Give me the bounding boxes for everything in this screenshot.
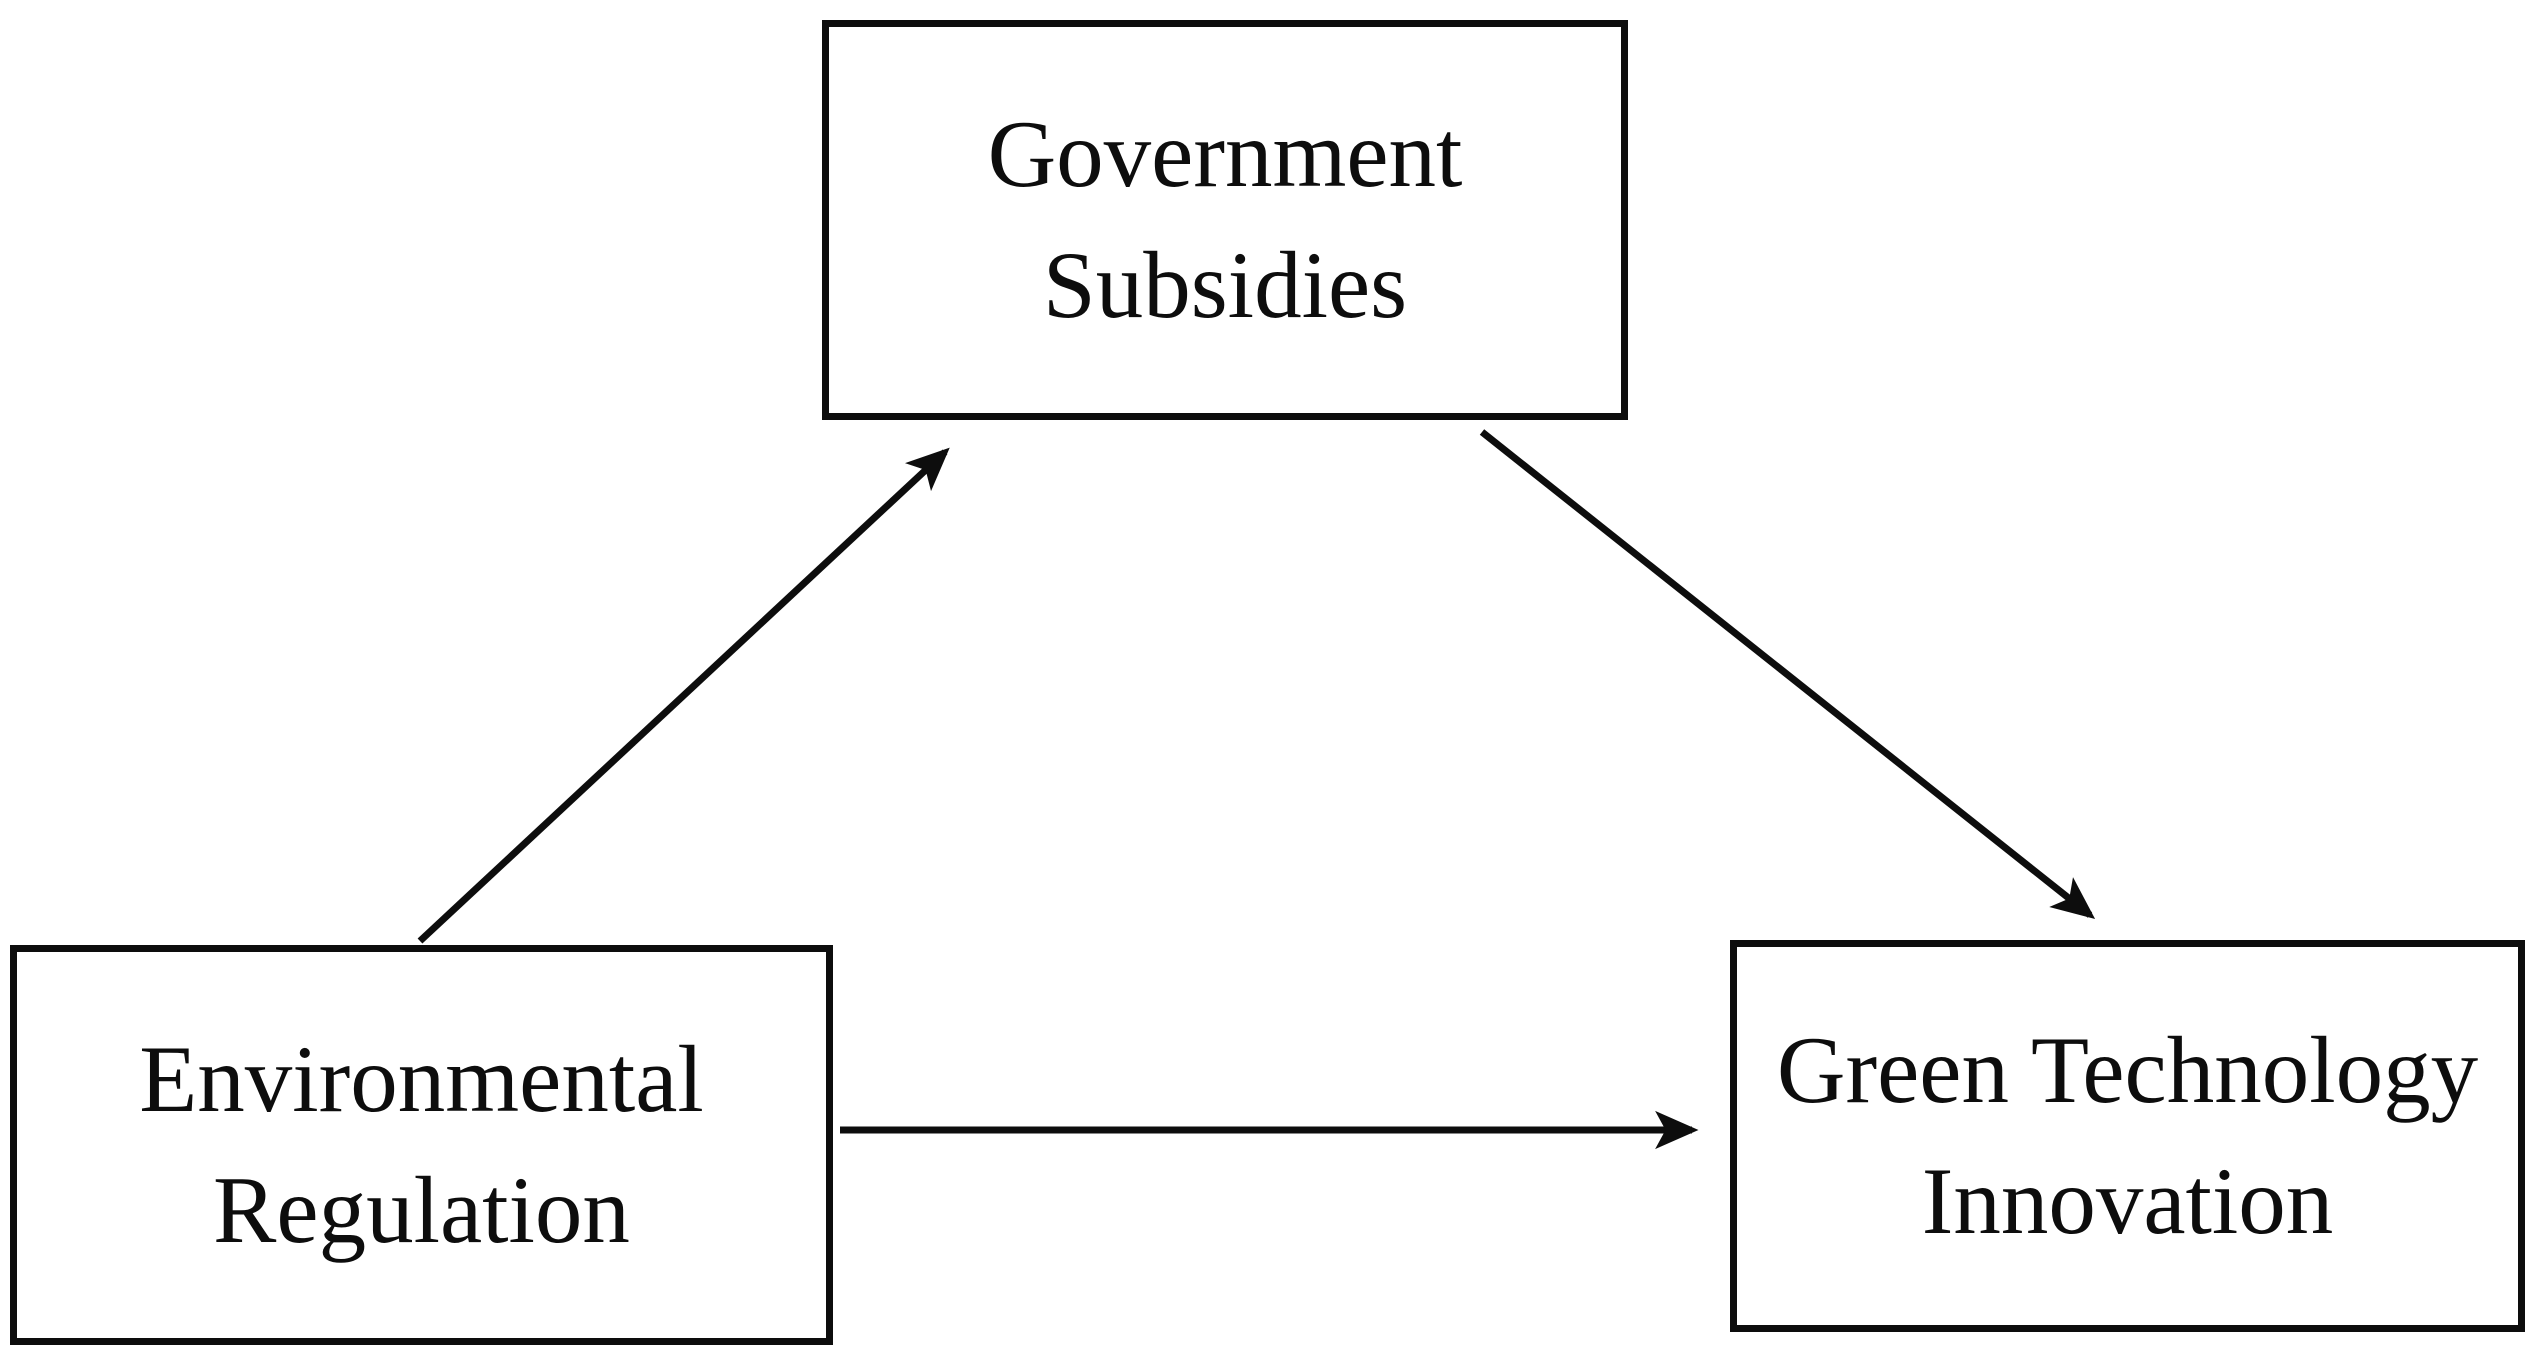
node-government-subsidies: Government Subsidies [822,20,1628,420]
node-label-line: Green Technology [1776,1016,2479,1123]
node-label-line: Government [987,100,1463,207]
node-label-line: Environmental [139,1025,704,1132]
node-environmental-regulation: Environmental Regulation [10,945,833,1345]
node-label-line: Subsidies [1042,232,1408,338]
node-label-line: Regulation [213,1157,630,1263]
node-label-line: Innovation [1921,1148,2334,1254]
node-green-technology-innovation: Green Technology Innovation [1730,940,2525,1332]
arrow-environmental-regulation-to-government-subsidies [417,447,950,944]
arrow-government-subsidies-to-green-technology-innovation [1479,429,2096,920]
